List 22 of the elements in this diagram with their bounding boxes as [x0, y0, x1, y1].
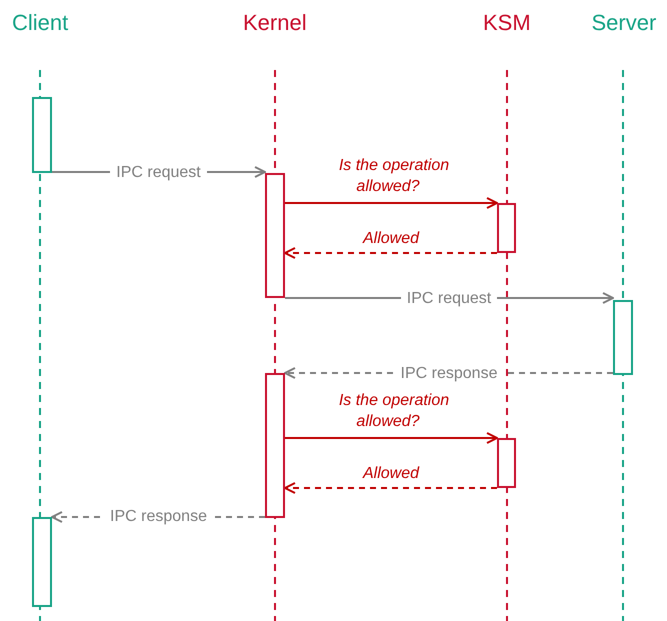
edge-label: Is the operation allowed?	[338, 157, 450, 195]
edge-label: Allowed	[361, 465, 420, 482]
activation-box	[32, 517, 52, 607]
edge-label: Allowed	[361, 230, 420, 247]
activation-box	[613, 300, 633, 375]
edge-label: IPC request	[400, 290, 498, 307]
lifeline-title: Kernel	[243, 10, 307, 36]
arrow	[284, 482, 497, 494]
arrow	[284, 247, 497, 259]
arrow	[285, 432, 498, 444]
lifeline-title: Client	[12, 10, 68, 36]
activation-box	[32, 97, 52, 173]
edge-label: IPC request	[110, 164, 207, 181]
activation-box	[265, 373, 285, 518]
activation-box	[497, 438, 516, 488]
lifeline-title: Server	[592, 10, 656, 36]
lifeline-title: KSM	[483, 10, 531, 36]
activation-box	[497, 203, 516, 253]
arrow	[285, 197, 498, 209]
activation-box	[265, 173, 285, 298]
edge-label: Is the operation allowed?	[338, 392, 450, 430]
edge-label: IPC response	[104, 508, 213, 525]
